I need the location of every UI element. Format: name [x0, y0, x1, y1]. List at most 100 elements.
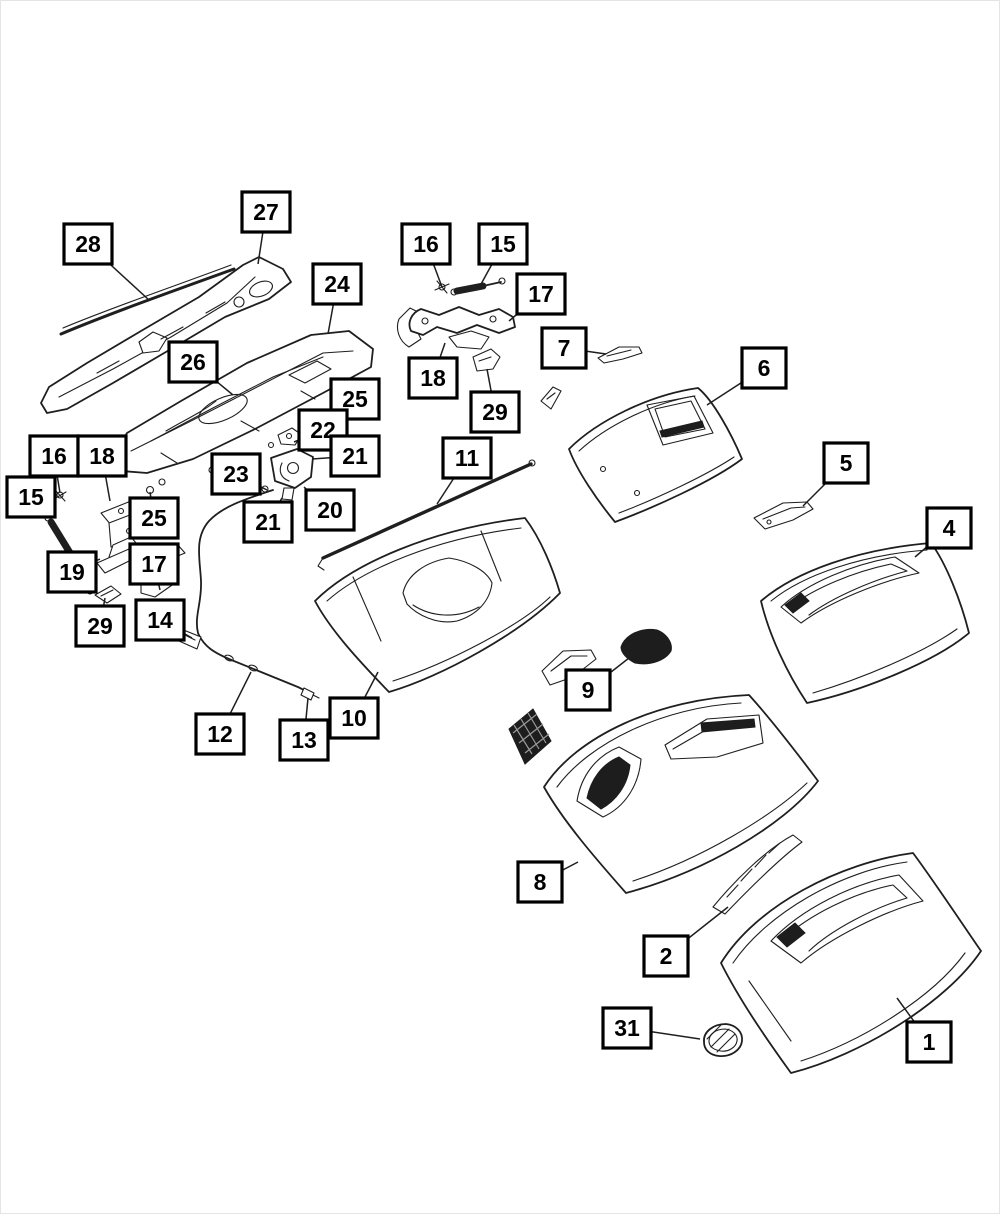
crease [556, 702, 742, 788]
callout-2: 2 [642, 906, 729, 978]
callout-11: 11 [436, 436, 493, 505]
callout-1: 1 [896, 997, 953, 1064]
callout-box [304, 488, 356, 532]
vent-nozzle [541, 649, 597, 686]
callout-box [194, 712, 246, 756]
callout-18: 18 [407, 342, 459, 400]
detail [130, 350, 354, 452]
callout-box [210, 452, 262, 496]
callout-label: 21 [342, 443, 368, 469]
callout-19: 19 [46, 550, 101, 594]
callout-25: 25 [128, 491, 180, 540]
mesh-body [508, 708, 552, 765]
hinge-pivot [489, 315, 497, 323]
striker-pin [285, 432, 293, 440]
callout-label: 23 [223, 461, 249, 487]
recess [198, 393, 248, 425]
callout-21: 21 [311, 434, 381, 478]
clip [438, 283, 446, 291]
cable-end-fitting [300, 687, 315, 701]
callout-14: 14 [134, 598, 193, 642]
callout-18: 18 [76, 434, 128, 502]
bracket-detail [100, 589, 114, 597]
cable-clip [248, 664, 258, 672]
callout-7: 7 [540, 326, 607, 370]
strut-eyelet [498, 277, 506, 285]
scoop-slot [776, 922, 806, 948]
cable-end-tip [312, 694, 320, 699]
callout-label: 26 [180, 349, 206, 375]
outline [720, 852, 982, 1074]
latch-hook [279, 462, 290, 482]
callout-box [642, 934, 690, 978]
callout-box [76, 434, 128, 478]
callout-15: 15 [5, 475, 57, 519]
crease [732, 861, 908, 964]
part-bumper-bracket [540, 346, 643, 410]
callout-15: 15 [477, 222, 529, 287]
callout-box [62, 222, 114, 266]
hatch [706, 1024, 736, 1053]
callout-box [601, 1006, 653, 1050]
callout-20: 20 [303, 486, 356, 532]
scoop-slot [659, 420, 705, 438]
cable [196, 489, 310, 695]
callout-label: 12 [207, 721, 233, 747]
part-hood-4 [760, 542, 970, 704]
callout-16: 16 [400, 222, 452, 288]
part-hood-8 [543, 694, 819, 894]
callout-box [167, 340, 219, 384]
callout-box [74, 604, 126, 648]
callout-label: 14 [147, 607, 173, 633]
callout-label: 6 [758, 355, 771, 381]
callout-label: 13 [291, 727, 317, 753]
crease [392, 596, 551, 682]
part-right-hinge-cluster [396, 277, 516, 372]
scoop-frame [646, 395, 714, 446]
outline [59, 267, 236, 336]
callout-label: 27 [253, 199, 279, 225]
callout-6: 6 [706, 346, 788, 406]
detail [288, 360, 332, 384]
callout-24: 24 [311, 262, 363, 335]
callout-label: 19 [59, 559, 85, 585]
callout-label: 29 [482, 399, 508, 425]
callout-label: 15 [18, 484, 44, 510]
outline [597, 346, 643, 364]
callout-box [925, 506, 973, 550]
scoop-opening [576, 746, 642, 818]
callout-box [328, 696, 380, 740]
callout-box [5, 475, 57, 519]
hatch [726, 842, 781, 898]
scoop-inner [782, 884, 908, 952]
callout-box [46, 550, 98, 594]
callout-label: 20 [317, 497, 343, 523]
callout-box [564, 668, 612, 712]
scoop-opening [402, 557, 493, 623]
callout-28: 28 [62, 222, 150, 301]
scoop-inner [790, 563, 908, 616]
vent-slot [700, 718, 756, 733]
hole [633, 489, 641, 497]
outline [568, 387, 743, 523]
gas-strut-rod [482, 281, 502, 287]
callout-9: 9 [564, 657, 630, 712]
callout-26: 26 [167, 340, 234, 396]
callout-17: 17 [128, 542, 180, 591]
detail [58, 276, 256, 398]
callout-label: 2 [660, 943, 673, 969]
scoop-lip [412, 604, 480, 616]
callout-box [242, 500, 294, 544]
callout-label: 10 [341, 705, 367, 731]
mesh-lines [512, 713, 550, 754]
callout-box [278, 718, 330, 762]
callout-box [28, 434, 80, 478]
crease [352, 530, 502, 642]
callout-box [469, 390, 521, 434]
callout-label: 31 [614, 1015, 640, 1041]
vent-hole [233, 296, 245, 308]
callout-label: 5 [840, 450, 853, 476]
callout-label: 16 [413, 231, 439, 257]
